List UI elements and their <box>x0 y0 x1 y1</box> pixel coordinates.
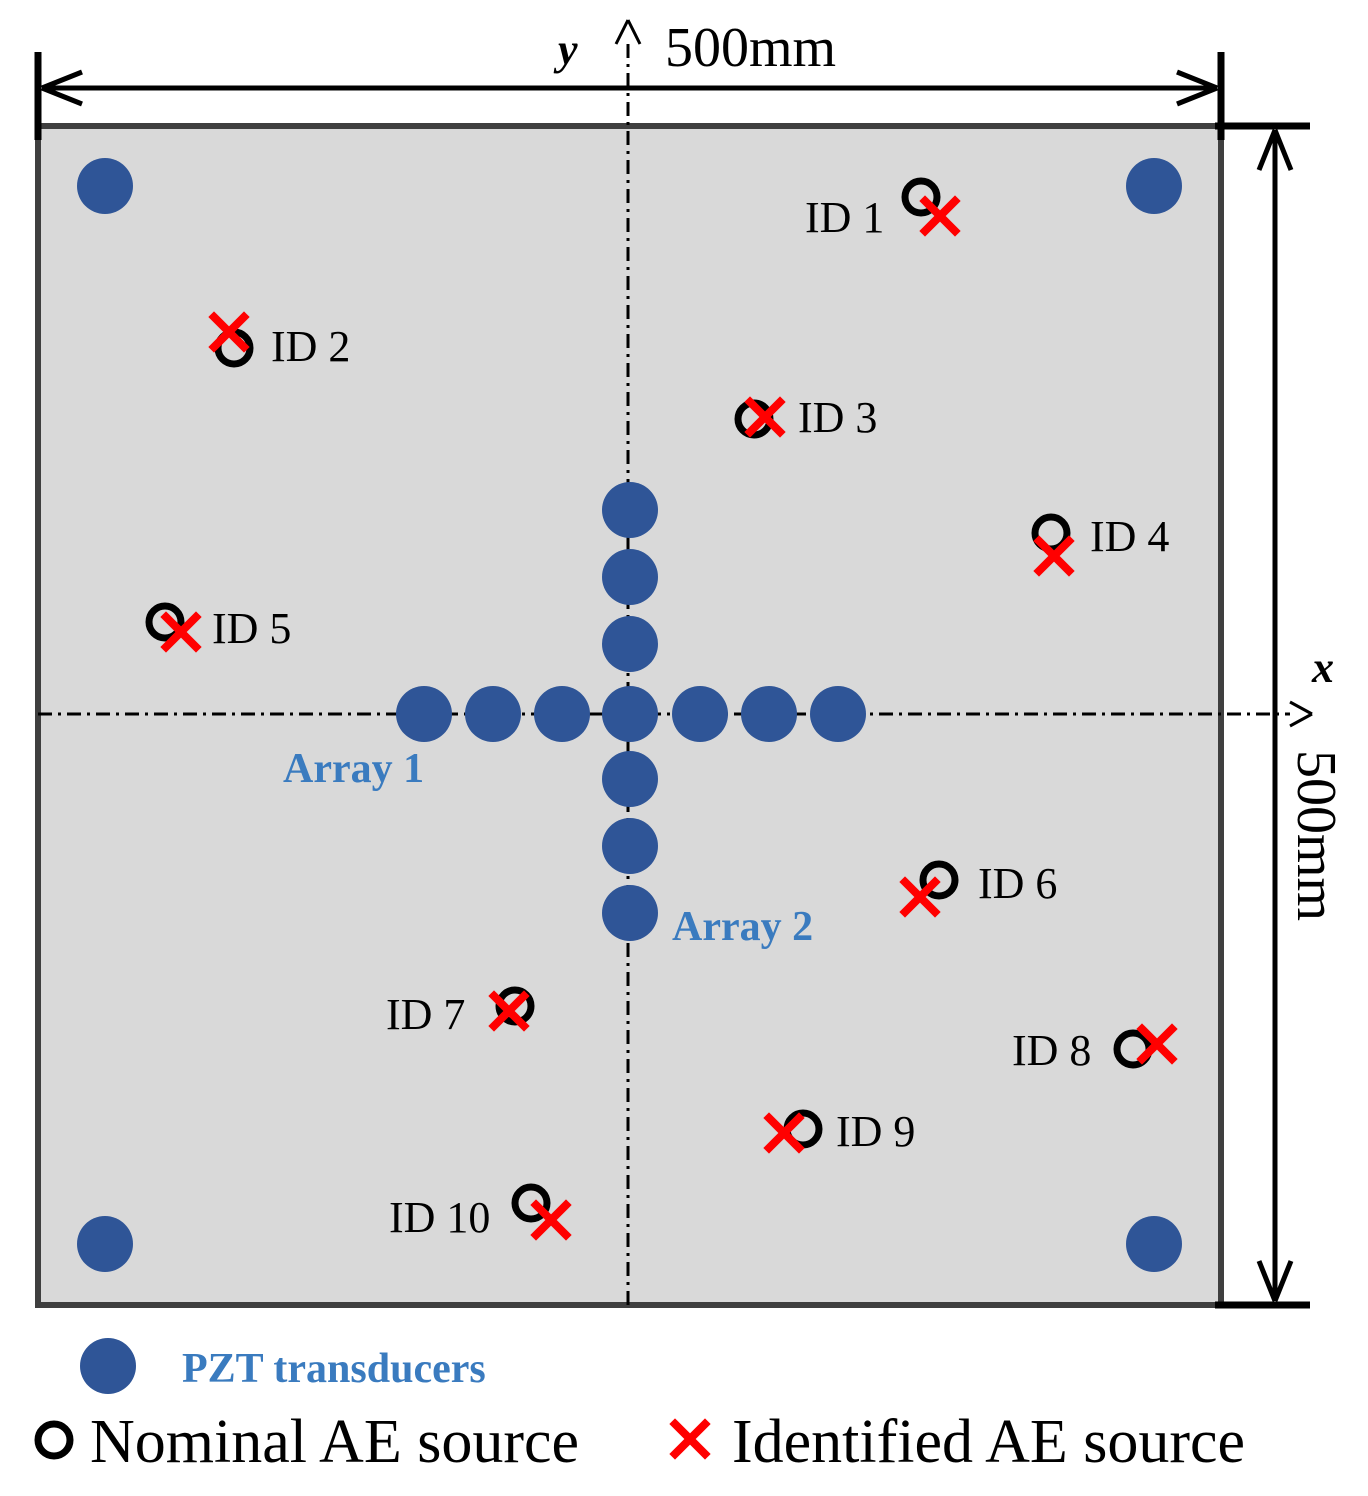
width-arrow-right <box>1176 69 1218 107</box>
nominal-source-marker <box>511 1183 551 1223</box>
source-label: ID 6 <box>978 859 1057 908</box>
identified-source-marker <box>1033 535 1075 577</box>
pzt-corner-bottom-right <box>1126 1216 1182 1272</box>
x-axis-arrow <box>1289 700 1313 728</box>
nominal-source-marker <box>901 177 941 217</box>
source-label: ID 1 <box>805 193 884 242</box>
source-label: ID 10 <box>389 1193 490 1242</box>
identified-source-marker <box>160 611 202 653</box>
pzt-array1 <box>741 686 797 742</box>
pzt-array2 <box>602 549 658 605</box>
ae-source: ID 5 <box>145 602 291 653</box>
identified-source-marker <box>763 1112 805 1154</box>
axes: x y <box>38 19 1334 1305</box>
pzt-array1 <box>396 686 452 742</box>
pzt-transducers <box>77 158 1182 1272</box>
height-label: 500mm <box>1285 750 1347 921</box>
source-label: ID 9 <box>836 1107 915 1156</box>
width-label: 500mm <box>665 17 836 79</box>
source-label: ID 7 <box>386 990 465 1039</box>
height-arrow-bottom <box>1256 1260 1294 1302</box>
pzt-array2 <box>602 616 658 672</box>
legend-nominal-marker <box>34 1420 74 1460</box>
source-label: ID 4 <box>1090 512 1169 561</box>
nominal-source-marker <box>145 602 185 642</box>
identified-source-marker <box>899 876 941 918</box>
pzt-corner-bottom-left <box>77 1216 133 1272</box>
legend-identified-label: Identified AE source <box>732 1408 1245 1476</box>
height-arrow-top <box>1256 129 1294 171</box>
ae-source: ID 2 <box>208 311 350 371</box>
pzt-array2 <box>602 751 658 807</box>
x-axis-label: x <box>1311 643 1334 692</box>
ae-source: ID 4 <box>1031 512 1169 577</box>
pzt-array2 <box>602 885 658 941</box>
ae-source: ID 10 <box>389 1183 572 1242</box>
array1-label: Array 1 <box>283 746 424 792</box>
legend-identified-marker <box>669 1418 711 1460</box>
identified-source-marker <box>919 195 961 237</box>
ae-source: ID 1 <box>805 177 961 242</box>
pzt-array1 <box>810 686 866 742</box>
pzt-array1 <box>465 686 521 742</box>
legend-pzt-label: PZT transducers <box>182 1346 486 1392</box>
source-label: ID 8 <box>1012 1026 1091 1075</box>
legend: PZT transducers Nominal AE source Identi… <box>34 1338 1245 1476</box>
legend-nominal-label: Nominal AE source <box>90 1408 579 1476</box>
pzt-corner-top-right <box>1126 158 1182 214</box>
y-axis-label: y <box>553 25 578 74</box>
ae-source: ID 6 <box>899 859 1057 918</box>
width-arrow-left <box>41 69 83 107</box>
ae-source: ID 8 <box>1012 1023 1178 1075</box>
ae-source: ID 7 <box>386 986 535 1039</box>
source-label: ID 2 <box>271 322 350 371</box>
width-dimension: 500mm <box>34 17 1225 140</box>
identified-source-marker <box>208 311 250 353</box>
y-axis-arrow <box>614 19 642 45</box>
pzt-array1 <box>672 686 728 742</box>
nominal-source-marker <box>919 860 959 900</box>
array2-label: Array 2 <box>672 904 813 950</box>
identified-source-marker <box>530 1199 572 1241</box>
identified-source-marker <box>488 990 530 1032</box>
height-dimension: 500mm <box>1215 122 1347 1309</box>
ae-source: ID 9 <box>763 1107 915 1156</box>
pzt-array2 <box>602 482 658 538</box>
identified-source-marker <box>1136 1023 1178 1065</box>
source-label: ID 5 <box>212 604 291 653</box>
pzt-array1 <box>534 686 590 742</box>
pzt-corner-top-left <box>77 158 133 214</box>
identified-source-marker <box>744 396 786 438</box>
ae-sources: ID 1 ID 2 ID 3 ID 4 ID 5 ID 6 ID 7 ID 8 ID 9 ID 1… <box>145 177 1178 1242</box>
ae-source: ID 3 <box>734 393 877 442</box>
legend-pzt-marker <box>80 1338 136 1394</box>
source-label: ID 3 <box>798 393 877 442</box>
pzt-array2 <box>602 818 658 874</box>
pzt-array-center <box>602 686 658 742</box>
